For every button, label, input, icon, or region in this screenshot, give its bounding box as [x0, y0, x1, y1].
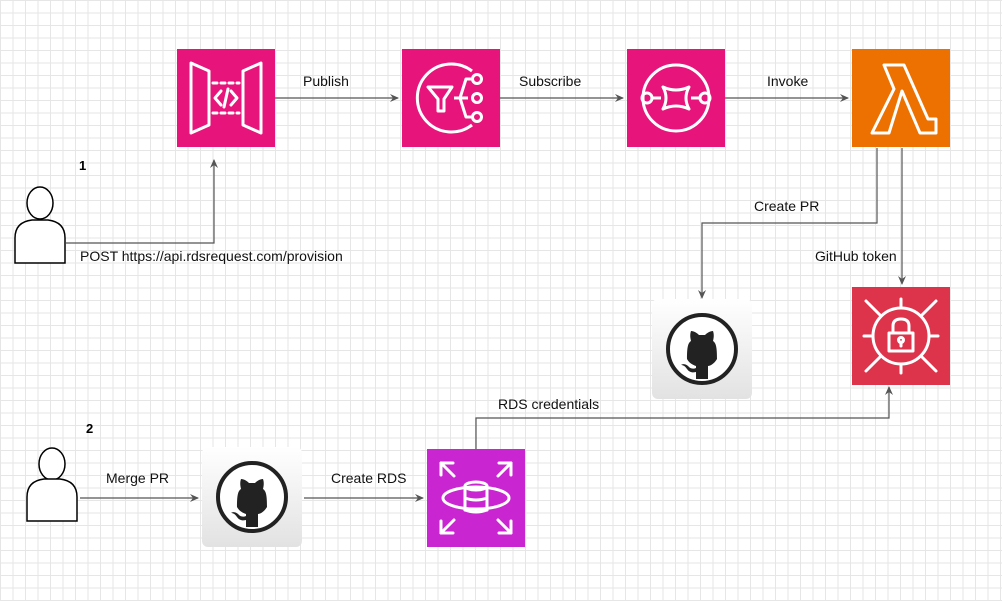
github-icon[interactable] [652, 299, 752, 399]
step-number-1: 1 [79, 158, 87, 173]
sqs-queue-icon[interactable] [627, 49, 725, 147]
label-create-rds: Create RDS [331, 470, 407, 486]
lambda-icon[interactable] [852, 49, 950, 147]
user-icon [14, 186, 66, 264]
rds-database-icon[interactable] [427, 449, 525, 547]
label-publish: Publish [303, 73, 349, 89]
github-icon[interactable] [202, 447, 302, 547]
sns-topic-icon[interactable] [402, 49, 500, 147]
api-gateway-icon[interactable] [177, 49, 275, 147]
step-number-2: 2 [86, 421, 94, 436]
label-post-request: POST https://api.rdsrequest.com/provisio… [80, 248, 343, 264]
label-invoke: Invoke [767, 73, 809, 89]
secrets-manager-icon[interactable] [852, 287, 950, 385]
label-merge-pr: Merge PR [106, 470, 170, 486]
label-create-pr: Create PR [754, 198, 820, 214]
connector-rds-credentials [475, 386, 893, 449]
user-icon [26, 447, 78, 522]
connector-post-to-api [66, 159, 218, 244]
connector-create-pr [698, 148, 878, 299]
label-github-token: GitHub token [815, 248, 897, 264]
label-rds-credentials: RDS credentials [498, 396, 600, 412]
label-subscribe: Subscribe [519, 73, 582, 89]
